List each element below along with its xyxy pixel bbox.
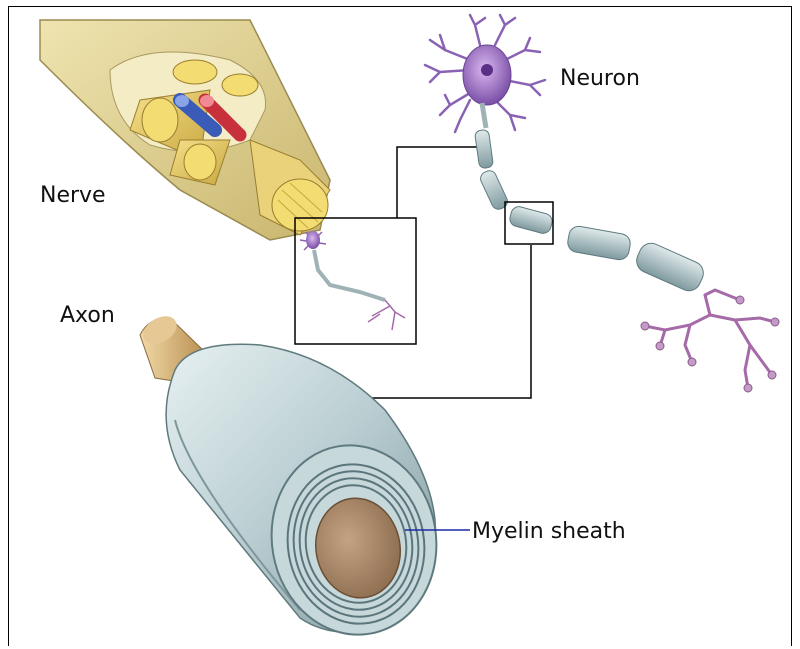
axon-hillock	[482, 103, 486, 128]
axon-label: Axon	[60, 303, 115, 328]
myelin-sheath-label: Myelin sheath	[472, 519, 626, 544]
small-neuron-axon	[314, 250, 385, 300]
inset-connector-line	[397, 147, 478, 218]
axon-terminals	[645, 290, 775, 388]
myelin-segments	[474, 129, 707, 294]
nerve-label: Nerve	[40, 183, 106, 208]
axon-cross-section	[138, 311, 451, 648]
small-neuron	[300, 231, 405, 330]
fascicle	[173, 60, 217, 84]
small-neuron-terminals	[368, 300, 405, 330]
nucleus	[481, 64, 493, 76]
neuron-label: Neuron	[560, 66, 640, 91]
fascicle	[222, 74, 258, 96]
axon-connector-line	[352, 245, 531, 398]
small-neuron-body	[306, 231, 320, 249]
